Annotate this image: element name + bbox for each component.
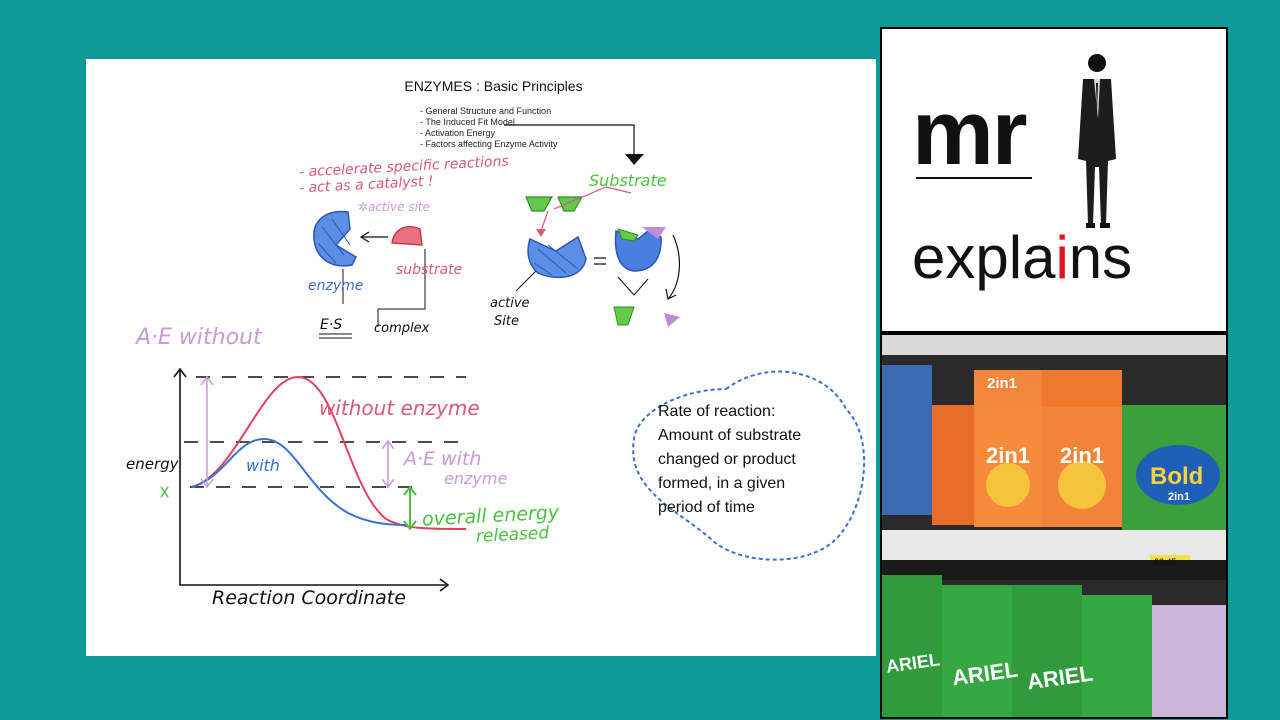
topics-list: General Structure and Function The Induc… [420, 106, 557, 150]
rate-line: changed or product [658, 448, 858, 472]
rate-definition: Rate of reaction: Amount of substrate ch… [658, 400, 858, 520]
topic-item: Factors affecting Enzyme Activity [420, 139, 557, 150]
rate-line: formed, in a given [658, 472, 858, 496]
logo-underline [916, 177, 1032, 179]
enzyme-label: enzyme [308, 278, 363, 294]
logo-explains: explains [912, 225, 1132, 291]
logo-explains-i: i [1055, 224, 1068, 291]
curve-with-enzyme [192, 439, 406, 525]
bold-sub-label: 2in1 [1168, 491, 1190, 503]
pack-label: 2in1 [987, 375, 1017, 392]
rate-line: Rate of reaction: [658, 400, 858, 424]
pack-label: 2in1 [986, 443, 1030, 469]
price-tag: £2.45 [1154, 557, 1177, 567]
released-label: released [476, 523, 550, 547]
topic-item: Activation Energy [420, 128, 557, 139]
detergent-shelf-photo: 2in1 2in1 2in1 Bold 2in1 £2.45 ARIEL ARI… [880, 333, 1228, 719]
bold-brand-label: Bold [1150, 463, 1203, 491]
rate-line: Amount of substrate [658, 424, 858, 448]
topics-arrow-head [625, 154, 644, 165]
logo-explains-suffix: ns [1069, 224, 1132, 291]
substrate-label-right: Substrate [589, 171, 667, 190]
logo-mr: mr [912, 87, 1026, 179]
mr-explains-logo: mr explains [880, 27, 1228, 333]
enzyme-right-shape [528, 237, 586, 277]
logo-explains-prefix: expla [912, 224, 1055, 291]
es-label: E·S [320, 317, 342, 333]
complex-label: complex [374, 321, 429, 336]
reaction-coordinate-label: Reaction Coordinate [212, 587, 406, 609]
substrate-label-left: substrate [396, 262, 462, 278]
ae-without-label: A·E without [136, 325, 262, 350]
slide-title: ENZYMES : Basic Principles [86, 78, 876, 94]
topic-item: The Induced Fit Model [420, 117, 557, 128]
with-label: with [246, 456, 280, 475]
active-site-label-2: active [490, 296, 530, 311]
ae-with-label: A·E with [404, 448, 481, 470]
topic-item: General Structure and Function [420, 106, 557, 117]
slide-whiteboard: ENZYMES : Basic Principles General Struc… [86, 59, 876, 656]
ae-with-enzyme-label: enzyme [444, 469, 507, 488]
site-label-2: Site [494, 314, 519, 329]
substrate-shape [392, 227, 422, 245]
energy-axis-label: energy [126, 455, 179, 473]
rate-line: period of time [658, 496, 858, 520]
pack-label: 2in1 [1060, 443, 1104, 469]
enzyme-shape [314, 212, 356, 266]
active-site-label: ✲active site [358, 200, 430, 214]
without-enzyme-label: without enzyme [319, 396, 480, 420]
